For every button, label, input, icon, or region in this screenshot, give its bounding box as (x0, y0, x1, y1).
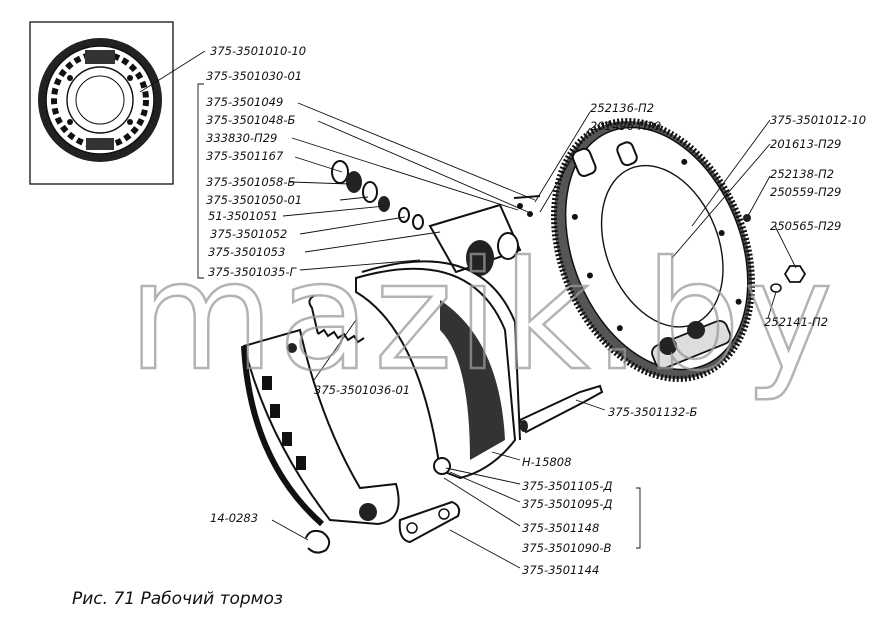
label-375-3501030-01: 375-3501030-01 (206, 69, 302, 83)
part-labels: 375-3501010-10 375-3501030-01 375-350104… (206, 44, 866, 577)
label-51-3501051: 51-3501051 (208, 209, 278, 223)
label-n-15808: Н-15808 (522, 455, 571, 469)
label-375-3501095-d: 375-3501095-Д (522, 497, 612, 511)
label-375-3501144: 375-3501144 (522, 563, 599, 577)
leader-lines (139, 50, 797, 569)
label-252136-p2: 252136-П2 (590, 101, 654, 115)
label-375-3501010-10: 375-3501010-10 (210, 44, 306, 58)
label-14-0283: 14-0283 (210, 511, 258, 525)
label-375-3501049: 375-3501049 (206, 95, 283, 109)
label-375-3501012-10: 375-3501012-10 (770, 113, 866, 127)
return-spring (317, 328, 365, 344)
wheel-cylinder (331, 160, 522, 276)
bracket-left (197, 83, 204, 279)
label-201613-p29: 201613-П29 (770, 137, 841, 151)
label-375-3501048-b: 375-3501048-Б (206, 113, 295, 127)
backing-plate (551, 118, 755, 382)
label-375-3501052: 375-3501052 (210, 227, 287, 241)
label-375-3501090-v: 375-3501090-В (522, 541, 611, 555)
anchor-plate (398, 500, 461, 544)
assembled-brake-inset (29, 21, 174, 185)
label-250565-p29: 250565-П29 (770, 219, 841, 233)
retaining-clip (305, 529, 331, 554)
label-375-3501053: 375-3501053 (208, 245, 285, 259)
bracket-right (636, 487, 641, 549)
label-375-3501132-b: 375-3501132-Б (608, 405, 697, 419)
label-375-3501036-01: 375-3501036-01 (314, 383, 410, 397)
label-252141-p2: 252141-П2 (764, 315, 828, 329)
figure-caption: Рис. 71 Рабочий тормоз (72, 589, 283, 609)
brake-shoe-lower (241, 328, 400, 527)
fasteners-right (743, 214, 807, 293)
bleeder-screws (513, 195, 541, 217)
label-252138-p2: 252138-П2 (770, 167, 834, 181)
label-375-3501148: 375-3501148 (522, 521, 599, 535)
label-375-3501035-g: 375-3501035-Г (208, 265, 297, 279)
label-250559-p29: 250559-П29 (770, 185, 841, 199)
anchor-pin (518, 384, 604, 434)
watermark: mazik.by (128, 230, 837, 404)
spring-hook (308, 295, 319, 335)
label-375-3501058-b: 375-3501058-Б (206, 175, 295, 189)
label-375-3501167: 375-3501167 (206, 149, 284, 163)
label-375-3501105-d: 375-3501105-Д (522, 479, 612, 493)
brake-shoe-upper (355, 260, 521, 480)
label-375-3501050-01: 375-3501050-01 (206, 193, 302, 207)
label-201496-p29: 201496-П29 (590, 119, 661, 133)
label-333830-p29: 333830-П29 (206, 131, 277, 145)
